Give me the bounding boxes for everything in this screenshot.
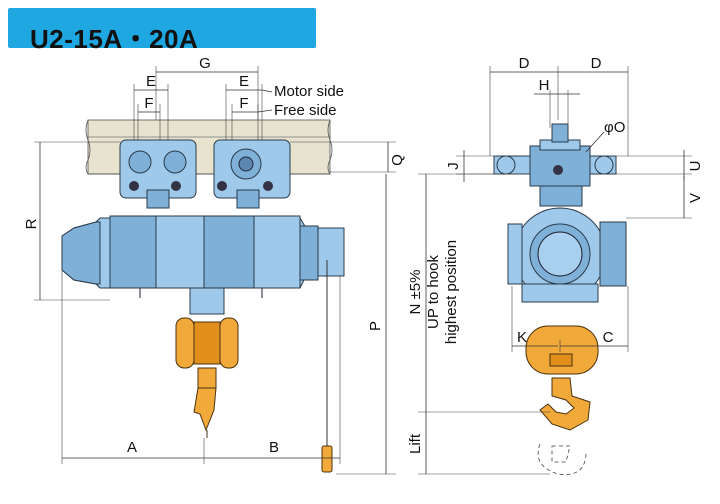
- dim-label-q: Q: [389, 154, 406, 166]
- dim-label-f-left: F: [144, 95, 153, 112]
- dim-label-b: B: [269, 439, 279, 456]
- dim-label-lift: Lift: [407, 433, 424, 454]
- dim-label-f-right: F: [239, 95, 248, 112]
- hoist-main-body: [61, 215, 345, 298]
- dim-label-e-left: E: [146, 73, 156, 90]
- dim-label-k: K: [517, 329, 527, 346]
- dim-label-g: G: [199, 55, 211, 72]
- dim-label-c: C: [603, 329, 614, 346]
- dim-label-e-right: E: [239, 73, 249, 90]
- motor-side-label: Motor side: [274, 83, 344, 100]
- dim-label-o: φO: [604, 119, 625, 136]
- dim-label-d-right: D: [591, 55, 602, 72]
- note-up-to-hook: UP to hook: [425, 255, 442, 329]
- dim-label-j: J: [445, 162, 462, 170]
- title-banner: U2-15A・20A: [8, 8, 316, 54]
- free-side-label: Free side: [274, 102, 337, 119]
- dim-label-v: V: [687, 193, 704, 203]
- dim-label-u: U: [687, 161, 704, 172]
- dims-side-view: [418, 66, 692, 475]
- dim-label-h: H: [539, 77, 550, 94]
- dim-label-p: P: [367, 321, 384, 331]
- hook-lowest-outline: [537, 443, 587, 475]
- dim-label-n: N ±5%: [407, 270, 424, 315]
- trolley-right: [213, 139, 291, 209]
- dim-label-a: A: [127, 439, 137, 456]
- hook-block-front: [175, 287, 239, 438]
- dim-label-d-left: D: [519, 55, 530, 72]
- trolley-left: [119, 139, 197, 209]
- trolley-side-view: [493, 123, 617, 207]
- hook-side-view: [525, 325, 599, 431]
- pendant-switch: [321, 260, 333, 473]
- page-title: U2-15A・20A: [30, 24, 199, 54]
- dim-label-r: R: [23, 218, 40, 229]
- hoist-side-body: [507, 207, 627, 303]
- dims-front-view: [34, 66, 396, 475]
- note-highest-position: highest position: [443, 240, 460, 344]
